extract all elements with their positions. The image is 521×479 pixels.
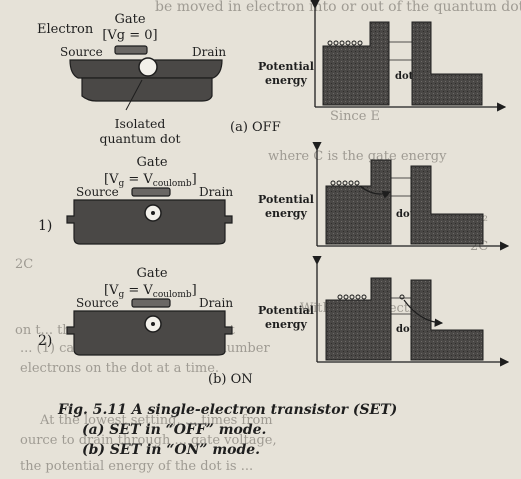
gate-voltage: [Vg = Vcoulomb] [104, 283, 197, 300]
gate-voltage: [Vg = 0] [102, 28, 157, 43]
gate-electrode [131, 187, 171, 197]
step-index: 2) [38, 333, 52, 349]
gate-electrode [131, 298, 171, 308]
potential-label: energy [265, 318, 307, 331]
panel-b1-device: Gate [Vg = Vcoulomb] Source Drain 1) [38, 155, 233, 245]
dot-text: dot [396, 324, 415, 335]
bleed-line: Since E [330, 109, 380, 124]
leader-line [125, 79, 143, 111]
tunnel-arrow [403, 299, 444, 327]
panel-b2-device: Gate [Vg = Vcoulomb] Source Drain 2) (b)… [38, 266, 253, 387]
figure-caption: Fig. 5.11 A single-electron transistor (… [57, 402, 397, 458]
dot-label: Isolated [115, 116, 166, 131]
substrate [66, 199, 233, 245]
bleed-line: be moved in electron into or out of the … [155, 0, 521, 15]
drain-label: Drain [192, 45, 226, 59]
gate-voltage: [Vg = Vcoulomb] [104, 172, 197, 189]
electron-dot [151, 211, 155, 215]
potential-label: Potential [258, 60, 314, 73]
caption-line: (b) SET in “ON” mode. [82, 442, 260, 458]
tunnel-arrow [359, 185, 391, 199]
bleed-line: At the lowest setting, ... times from [39, 413, 273, 428]
dot-label: quantum dot [99, 131, 180, 146]
source-label: Source [76, 296, 119, 310]
sub-caption-on: (b) ON [208, 372, 253, 387]
quantum-dot-icon [138, 57, 158, 77]
source-block [325, 277, 392, 361]
drain-block [410, 165, 484, 245]
electron-row [327, 40, 363, 46]
bleed-line: electrons on the dot at a time. [20, 361, 219, 376]
gate-electrode [114, 45, 148, 55]
panel-b1-energy: Potential energy dot [258, 142, 510, 251]
drain-label: Drain [199, 185, 233, 199]
source-label: Source [76, 185, 119, 199]
substrate [66, 310, 233, 356]
panel-a-energy: Potential energy dot [258, 0, 507, 112]
step-index: 1) [38, 218, 52, 234]
panel-a-device: Electron Gate [Vg = 0] Source Drain Isol… [37, 12, 281, 146]
electron-row [330, 180, 360, 186]
sub-caption-off: (a) OFF [230, 120, 281, 135]
caption-line: (a) SET in “OFF” mode. [82, 422, 266, 438]
potential-label: energy [265, 74, 307, 87]
gate-label: Gate [136, 155, 167, 170]
source-block [322, 21, 390, 106]
dot-electron [399, 294, 405, 300]
bleed-line: ource to drain through ... gate voltage, [20, 433, 277, 448]
source-label: Source [60, 45, 103, 59]
electron-row [337, 294, 367, 300]
drain-block [410, 279, 484, 361]
potential-label: energy [265, 207, 307, 220]
gate-label: Gate [136, 266, 167, 281]
dot-text: dot [395, 71, 414, 82]
source-block [325, 159, 392, 245]
gate-label: Gate [114, 12, 145, 27]
bleed-line: the potential energy of the dot is ... [20, 459, 253, 474]
drain-block [411, 21, 483, 106]
dot-text: dot [396, 209, 415, 220]
potential-label: Potential [258, 304, 314, 317]
caption-title: Fig. 5.11 A single-electron transistor (… [57, 402, 397, 418]
bleed-line: 2C [15, 257, 33, 272]
bleed-line: where C is the gate energy [268, 149, 447, 164]
electron-label: Electron [37, 22, 94, 37]
panel-b2-energy: Potential energy dot [258, 256, 510, 367]
electron-dot [151, 322, 155, 326]
potential-label: Potential [258, 193, 314, 206]
substrate-base [81, 77, 213, 102]
drain-label: Drain [199, 296, 233, 310]
